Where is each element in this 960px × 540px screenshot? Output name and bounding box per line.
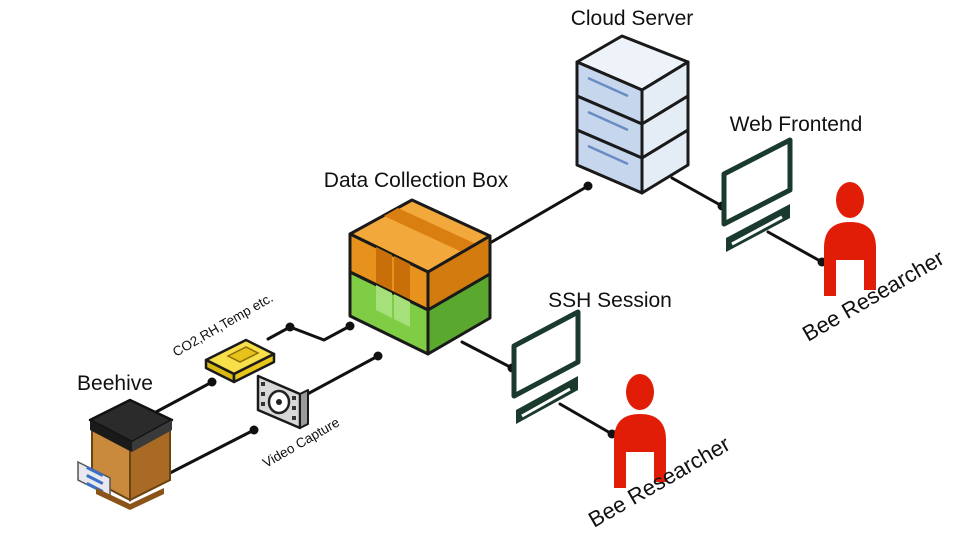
ssh-session-label: SSH Session — [548, 289, 672, 312]
connector-dot — [583, 181, 593, 191]
film-camera-icon — [256, 374, 309, 430]
connector-sensor-hive — [154, 380, 214, 414]
beehive-icon — [77, 398, 174, 510]
connector-box-camera — [298, 354, 380, 400]
data-collection-box-label: Data Collection Box — [324, 169, 509, 192]
package-icon — [348, 198, 492, 356]
web-frontend-label: Web Frontend — [730, 113, 863, 136]
connector-dot — [285, 322, 295, 332]
cloud-server-label: Cloud Server — [571, 7, 694, 30]
web-frontend-monitor-icon — [721, 137, 793, 252]
connector-ssh-researcher — [558, 402, 614, 436]
connector-dot — [249, 425, 259, 435]
sensor-chip-icon — [204, 338, 276, 384]
connector-cloud-web — [670, 176, 724, 208]
connector-camera-hive — [166, 428, 256, 476]
connector-box-cloud — [488, 184, 590, 245]
connector-box-ssh — [460, 340, 514, 370]
beehive-label: Beehive — [77, 372, 153, 395]
connector-dot — [373, 351, 383, 361]
connector-dot — [207, 377, 217, 387]
person-icon — [824, 182, 876, 296]
ssh-monitor-icon — [511, 309, 581, 424]
connector-box-sensor — [266, 324, 352, 342]
connector-dot — [345, 321, 355, 331]
person-icon — [614, 374, 666, 488]
server-stack-icon — [575, 34, 690, 195]
connector-web-researcher — [766, 230, 824, 264]
